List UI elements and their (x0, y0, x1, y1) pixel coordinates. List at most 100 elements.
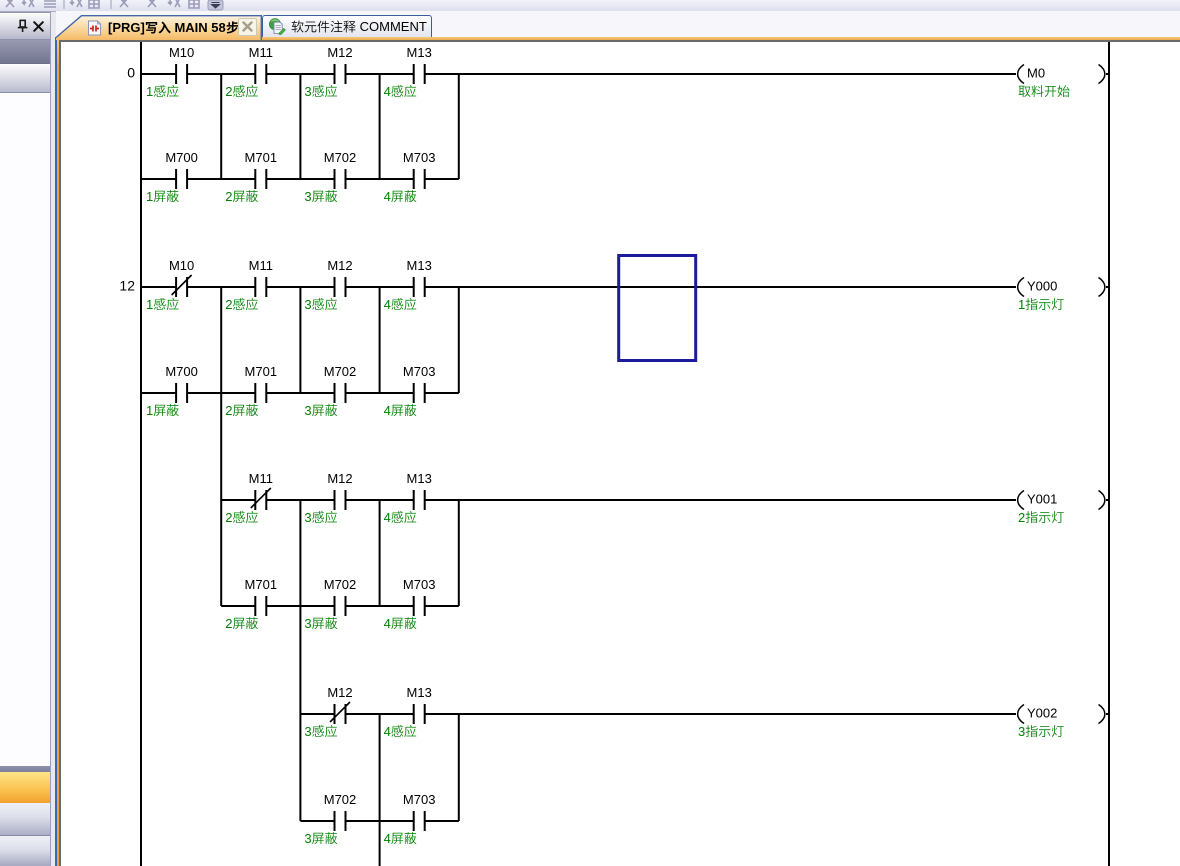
device-comment: 4 (384, 724, 417, 739)
contact-M700[interactable] (175, 383, 189, 403)
contact-M12[interactable] (333, 64, 347, 84)
contact-M13[interactable] (412, 64, 426, 84)
nav-button[interactable] (0, 836, 50, 866)
contact-M703[interactable] (412, 169, 426, 189)
contact-M702[interactable] (333, 169, 347, 189)
device-comment: 4 (384, 189, 417, 204)
nav-button[interactable] (0, 803, 50, 836)
coil-Y000[interactable] (1016, 276, 1106, 298)
contact-M10[interactable] (171, 274, 193, 297)
edit-cursor[interactable] (617, 254, 698, 362)
device-comment: 3 (304, 831, 338, 846)
contact-M700[interactable] (175, 169, 189, 189)
contact-M13[interactable] (412, 704, 426, 724)
tab-main-program[interactable]: [PRG] MAIN 58 (56, 15, 262, 40)
contact-M702[interactable] (333, 811, 347, 831)
contact-M701[interactable] (254, 383, 268, 403)
device-comment: 1 (146, 189, 179, 204)
coil-Y002[interactable] (1016, 703, 1106, 725)
document-frame-top-border (56, 40, 1180, 42)
device-label: M12 (327, 685, 352, 700)
contact-M702[interactable] (333, 383, 347, 403)
device-label: M701 (245, 364, 278, 379)
device-label: M13 (407, 45, 432, 60)
device-comment: 2 (225, 297, 258, 312)
contact-M12[interactable] (333, 490, 347, 510)
device-comment: 3 (304, 84, 338, 99)
contact-M11[interactable] (254, 277, 268, 297)
dock-gap (51, 12, 56, 866)
coil-device-label: Y002 (1027, 706, 1057, 721)
device-comment: 2 (225, 403, 259, 418)
contact-M10[interactable] (175, 64, 189, 84)
device-comment: 2 (225, 189, 259, 204)
close-icon[interactable] (33, 21, 44, 32)
contact-M11[interactable] (254, 64, 268, 84)
svg-text:1: 1 (146, 189, 153, 204)
tab-main-shape (56, 15, 262, 40)
tab-device-comment[interactable]: COMMENT (262, 15, 432, 37)
contact-M702[interactable] (333, 596, 347, 616)
svg-text:3: 3 (304, 724, 311, 739)
svg-text:4: 4 (384, 724, 391, 739)
svg-text:4: 4 (384, 297, 391, 312)
svg-text:4: 4 (384, 189, 391, 204)
device-comment: 2 (225, 616, 259, 631)
device-label: M11 (249, 258, 273, 273)
contact-M701[interactable] (254, 596, 268, 616)
pin-icon[interactable] (17, 19, 29, 33)
contact-M703[interactable] (412, 383, 426, 403)
contact-M703[interactable] (412, 811, 426, 831)
contact-M701[interactable] (254, 169, 268, 189)
device-label: M702 (324, 364, 357, 379)
svg-text:2: 2 (225, 297, 232, 312)
device-label: M12 (327, 471, 352, 486)
contact-M12[interactable] (333, 277, 347, 297)
wire-segment (329, 701, 351, 723)
contact-M13[interactable] (412, 490, 426, 510)
device-label: M701 (245, 577, 278, 592)
svg-text:1: 1 (146, 403, 153, 418)
device-comment: 4 (384, 403, 417, 418)
svg-text:4: 4 (384, 831, 391, 846)
device-label: M703 (403, 792, 436, 807)
contact-M11[interactable] (250, 487, 272, 510)
nav-strip-dark (0, 766, 50, 772)
toolbar-icons[interactable] (0, 0, 240, 11)
device-comment: 3 (304, 510, 338, 525)
device-label: M702 (324, 577, 357, 592)
svg-text:2: 2 (1018, 510, 1025, 525)
svg-text:2: 2 (225, 403, 232, 418)
device-label: M12 (327, 258, 352, 273)
device-comment-icon (269, 18, 286, 35)
contact-M703[interactable] (412, 596, 426, 616)
contact-M13[interactable] (412, 277, 426, 297)
contact-M12[interactable] (329, 701, 351, 724)
tab-close-button[interactable] (238, 18, 257, 36)
coil-Y001[interactable] (1016, 489, 1106, 511)
coil-comment: 2 (1018, 510, 1064, 525)
program-document-icon (88, 19, 102, 35)
device-label: M13 (407, 258, 432, 273)
svg-text:3: 3 (304, 616, 311, 631)
coil-M0[interactable] (1016, 63, 1106, 85)
document-frame-left-border (59, 40, 61, 866)
svg-text:2: 2 (225, 510, 232, 525)
device-comment: 3 (304, 724, 338, 739)
svg-text:4: 4 (384, 403, 391, 418)
svg-text:2: 2 (225, 189, 232, 204)
device-comment: 4 (384, 831, 417, 846)
panel-header (0, 12, 50, 40)
device-label: M10 (169, 45, 194, 60)
nav-button-selected[interactable] (0, 772, 50, 803)
device-comment: 2 (225, 84, 258, 99)
document-frame-left-outer (55, 37, 57, 866)
device-label: M700 (165, 150, 198, 165)
device-label: M702 (324, 150, 357, 165)
device-label: M11 (249, 45, 273, 60)
svg-text:3: 3 (304, 831, 311, 846)
device-label: M11 (249, 471, 273, 486)
device-comment: 1 (146, 403, 179, 418)
